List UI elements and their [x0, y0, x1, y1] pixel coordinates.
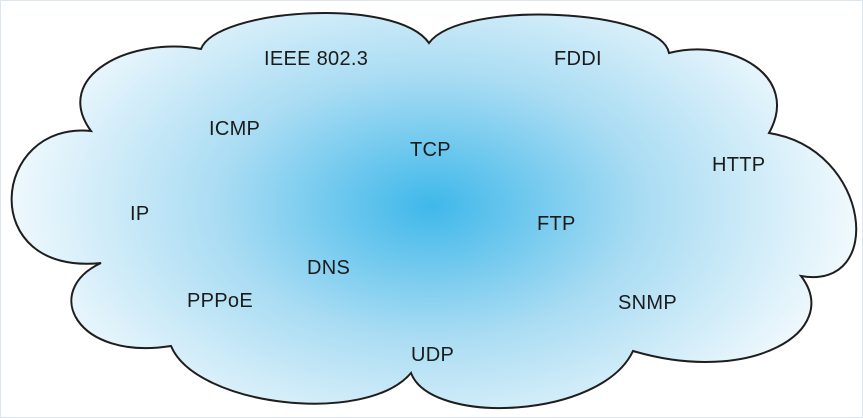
cloud-shape	[10, 12, 858, 410]
label-icmp: ICMP	[209, 118, 260, 140]
label-ieee-802-3: IEEE 802.3	[264, 48, 368, 70]
label-udp: UDP	[411, 344, 454, 366]
label-ftp: FTP	[537, 213, 576, 235]
label-fddi: FDDI	[554, 48, 602, 70]
label-pppoe: PPPoE	[187, 290, 253, 312]
label-ip: IP	[130, 203, 150, 225]
label-snmp: SNMP	[618, 292, 677, 314]
label-dns: DNS	[307, 257, 350, 279]
label-http: HTTP	[712, 154, 765, 176]
label-tcp: TCP	[410, 139, 451, 161]
